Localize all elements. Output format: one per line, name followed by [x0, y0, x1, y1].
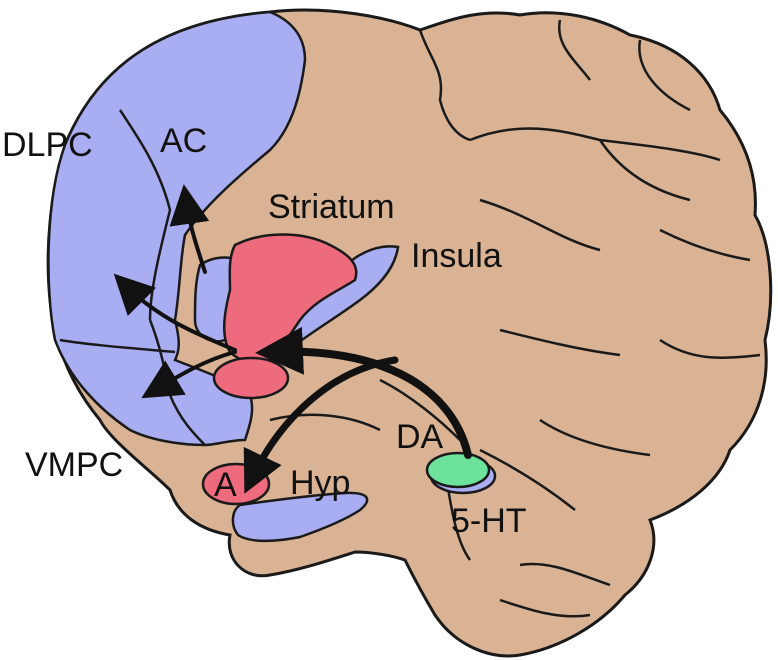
dopamine-nucleus — [425, 451, 491, 489]
label-striatum: Striatum — [268, 188, 395, 226]
label-ac: AC — [160, 122, 207, 160]
arrow-to-vmpc — [141, 350, 237, 399]
label-5ht: 5-HT — [451, 502, 527, 540]
arrow-to-amygdala — [243, 356, 399, 494]
label-vmpc: VMPC — [25, 446, 123, 484]
label-dlpc: DLPC — [2, 126, 93, 164]
hypothalamus-region — [231, 491, 369, 543]
arrow-to-dlpc — [113, 273, 237, 352]
pathway-arrows — [113, 184, 472, 494]
label-hyp: Hyp — [290, 464, 350, 502]
label-da: DA — [396, 418, 444, 456]
label-a: A — [214, 466, 237, 504]
accumbens-oval — [212, 356, 290, 400]
arrow-to-ac — [169, 184, 210, 274]
label-insula: Insula — [411, 237, 502, 275]
arrow-da-to-striatum — [255, 326, 472, 459]
prefrontal-cortex — [47, 10, 307, 447]
